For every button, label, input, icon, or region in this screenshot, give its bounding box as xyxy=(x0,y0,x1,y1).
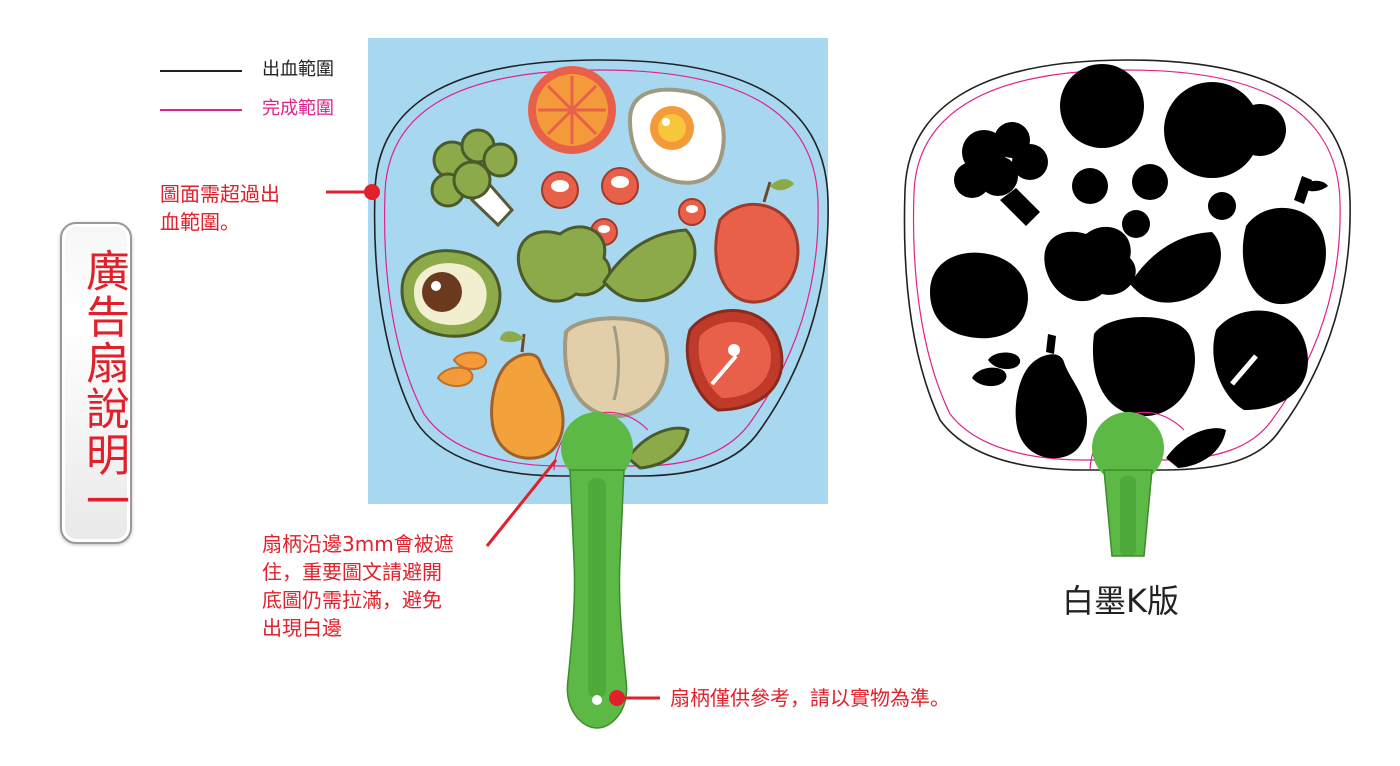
potato-food xyxy=(563,316,669,419)
callout-handle-edge xyxy=(485,459,558,547)
mandarin-segments-food xyxy=(436,351,487,388)
fried-egg-food xyxy=(627,87,726,185)
legend-trim-label: 完成範圍 xyxy=(262,98,334,119)
white-ink-silhouette xyxy=(903,59,1351,471)
callout-bleed xyxy=(326,184,380,200)
bleed-note: 圖面需超過出 血範圍。 xyxy=(160,182,280,234)
callout-handle-ref xyxy=(609,690,660,706)
legend-bleed-line xyxy=(160,70,242,72)
leaf-food xyxy=(625,426,690,470)
legend-bleed-label: 出血範圍 xyxy=(262,59,334,80)
broccoli-food xyxy=(430,128,518,228)
legend-trim-line xyxy=(160,109,242,111)
white-ink-handle xyxy=(1092,412,1164,557)
white-ink-label: 白墨K版 xyxy=(1062,582,1179,620)
handle-reference-note: 扇柄僅供參考，請以實物為準。 xyxy=(670,686,950,710)
avocado-food xyxy=(400,249,502,338)
fan-handle xyxy=(561,412,633,729)
orange-slice-food xyxy=(528,66,616,154)
lettuce-food xyxy=(516,225,697,303)
salmon-steak-food xyxy=(685,308,784,412)
pear-food xyxy=(490,331,565,460)
handle-edge-note: 扇柄沿邊3mm會被遮 住，重要圖文請避開 底圖仍需拉滿，避免 出現白邊 xyxy=(262,532,454,640)
page-title: 廣告扇說明一 xyxy=(78,248,129,524)
apple-food xyxy=(714,179,800,304)
title-badge: 廣告扇說明一 xyxy=(60,222,132,544)
